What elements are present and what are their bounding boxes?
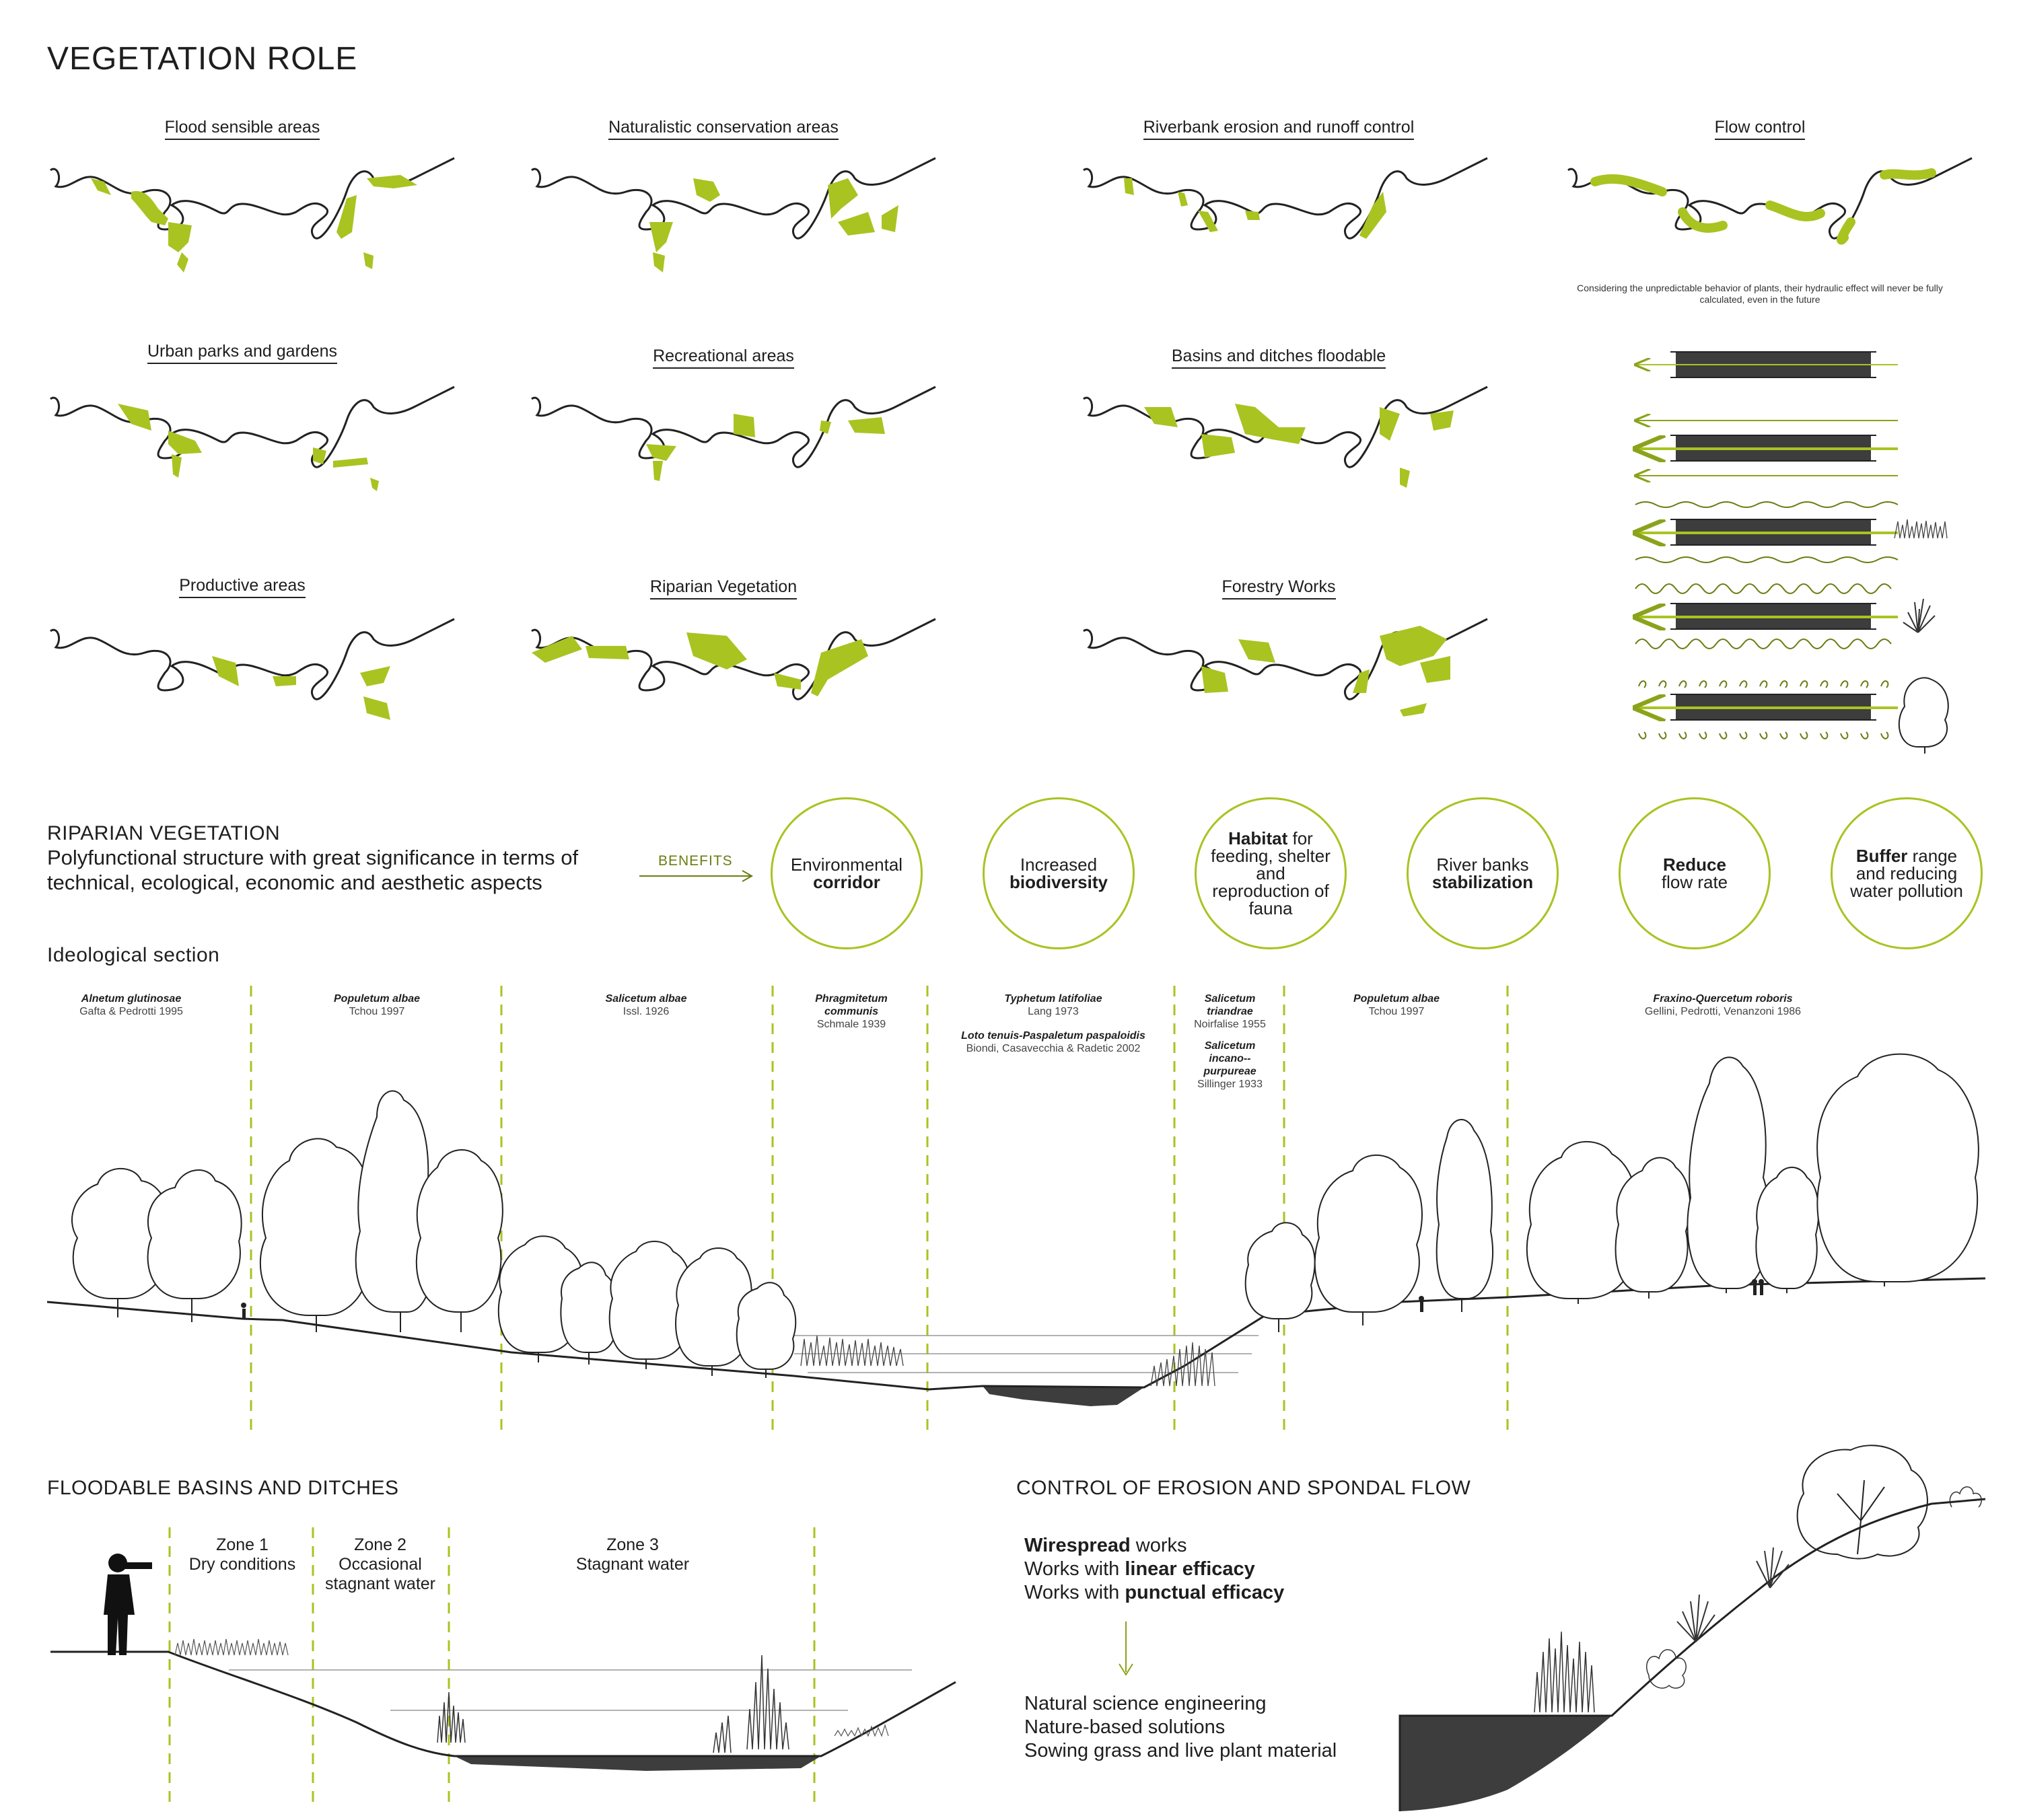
map-recreational: [530, 386, 937, 481]
map-title-recreational: Recreational areas: [535, 347, 912, 369]
map-flow-control: [1567, 157, 1973, 245]
channel-uniform: [1635, 421, 1898, 476]
riparian-heading: RIPARIAN VEGETATION: [47, 822, 281, 844]
trees: [71, 1053, 1979, 1378]
map-title-riparian: Riparian Vegetation: [535, 577, 912, 599]
flow-control-note: Considering the unpredictable behavior o…: [1577, 283, 1943, 305]
benefits-label: BENEFITS: [658, 853, 733, 869]
channel-tree: [1635, 677, 1949, 754]
ideological-section-svg: [46, 986, 1986, 1433]
reeds-left: [800, 1335, 904, 1367]
benefits-arrow-icon: [639, 870, 754, 882]
map-title-forestry: Forestry Works: [1090, 577, 1467, 599]
erosion-solution-1: Natural science engineering: [1024, 1693, 1267, 1714]
map-flood: [49, 157, 456, 272]
flow-channel-diagrams: [1615, 351, 1949, 754]
water-levels: [794, 1335, 1259, 1373]
map-productive: [49, 618, 456, 720]
section-heading: Ideological section: [47, 944, 220, 966]
map-basins: [1082, 386, 1489, 488]
map-title-productive: Productive areas: [54, 576, 431, 598]
floodable-basin-svg: [50, 1527, 956, 1803]
channel-grass: [1635, 501, 1948, 563]
erosion-heading: CONTROL OF EROSION AND SPONDAL FLOW: [1016, 1477, 1471, 1499]
map-riparian: [530, 618, 937, 700]
erosion-solution-2: Nature-based solutions: [1024, 1716, 1226, 1738]
erosion-works-2: Works with linear efficacy: [1024, 1558, 1255, 1580]
erosion-works-1: Wirespread works: [1024, 1535, 1187, 1556]
ground-line: [46, 1277, 1986, 1391]
map-title-conservation: Naturalistic conservation areas: [535, 118, 912, 140]
people-icons: [241, 1279, 1764, 1319]
map-title-flow: Flow control: [1571, 118, 1948, 140]
erosion-works-3: Works with punctual efficacy: [1024, 1582, 1285, 1603]
map-forestry: [1082, 618, 1489, 717]
down-arrow-icon: [1119, 1622, 1133, 1676]
benefit-habitat: Habitat for feeding, shelter and reprodu…: [1195, 797, 1347, 949]
channel-bare: [1635, 351, 1898, 378]
map-title-erosion: Riverbank erosion and runoff control: [1090, 118, 1467, 140]
map-title-flood: Flood sensible areas: [54, 118, 431, 140]
river-maps-svg: [49, 157, 1973, 720]
river-water: [983, 1386, 1144, 1406]
page-title: VEGETATION ROLE: [47, 41, 358, 77]
floodable-heading: FLOODABLE BASINS AND DITCHES: [47, 1477, 399, 1499]
map-urban-parks: [49, 386, 456, 491]
channel-shrub: [1635, 583, 1936, 649]
riparian-description: Polyfunctional structure with great sign…: [47, 846, 579, 894]
benefit-buffer: Buffer range and reducing water pollutio…: [1831, 797, 1983, 949]
map-conservation: [530, 157, 937, 272]
photographer-icon: [104, 1554, 152, 1655]
map-erosion: [1082, 157, 1489, 240]
map-title-urban-parks: Urban parks and gardens: [54, 342, 431, 364]
map-title-basins: Basins and ditches floodable: [1090, 347, 1467, 369]
reeds-right: [1150, 1342, 1215, 1387]
erosion-solution-3: Sowing grass and live plant material: [1024, 1740, 1337, 1761]
erosion-slope-svg: [1398, 1445, 1986, 1811]
